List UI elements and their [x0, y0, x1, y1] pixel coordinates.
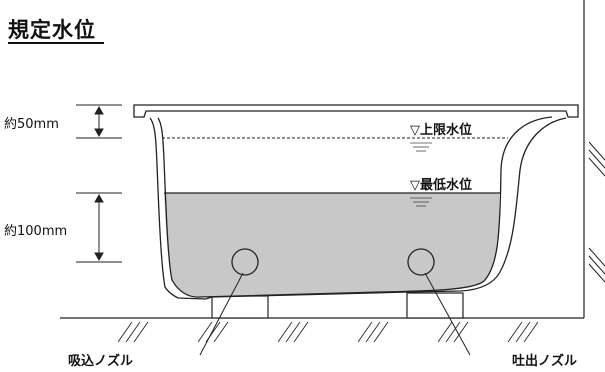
dimension-50mm: [76, 104, 122, 139]
intake-nozzle-label: 吸込ノズル: [68, 354, 134, 369]
upper-level-ripples: [410, 142, 432, 152]
outlet-leader: [424, 272, 471, 356]
dimension-100mm: [76, 192, 122, 263]
upper-gap-label: 約50mm: [4, 117, 59, 132]
water-depth-label: 約100mm: [4, 224, 68, 239]
floor-hatching: [117, 321, 539, 343]
lower-level-label: ▽最低水位: [410, 178, 472, 193]
left-support: [211, 295, 269, 319]
intake-nozzle: [231, 248, 259, 276]
page-title: 規定水位: [8, 18, 96, 42]
wall: [583, 0, 605, 318]
lower-level-ripples: [410, 197, 432, 207]
upper-level-label: ▽上限水位: [410, 123, 472, 138]
intake-leader: [199, 272, 244, 356]
outlet-nozzle: [407, 248, 435, 276]
title-underline: [8, 42, 104, 44]
tub-outer: [149, 117, 567, 300]
outlet-nozzle-label: 吐出ノズル: [512, 354, 578, 369]
water-fill: [164, 193, 500, 298]
tub-rim: [133, 104, 579, 118]
right-support: [406, 292, 464, 319]
